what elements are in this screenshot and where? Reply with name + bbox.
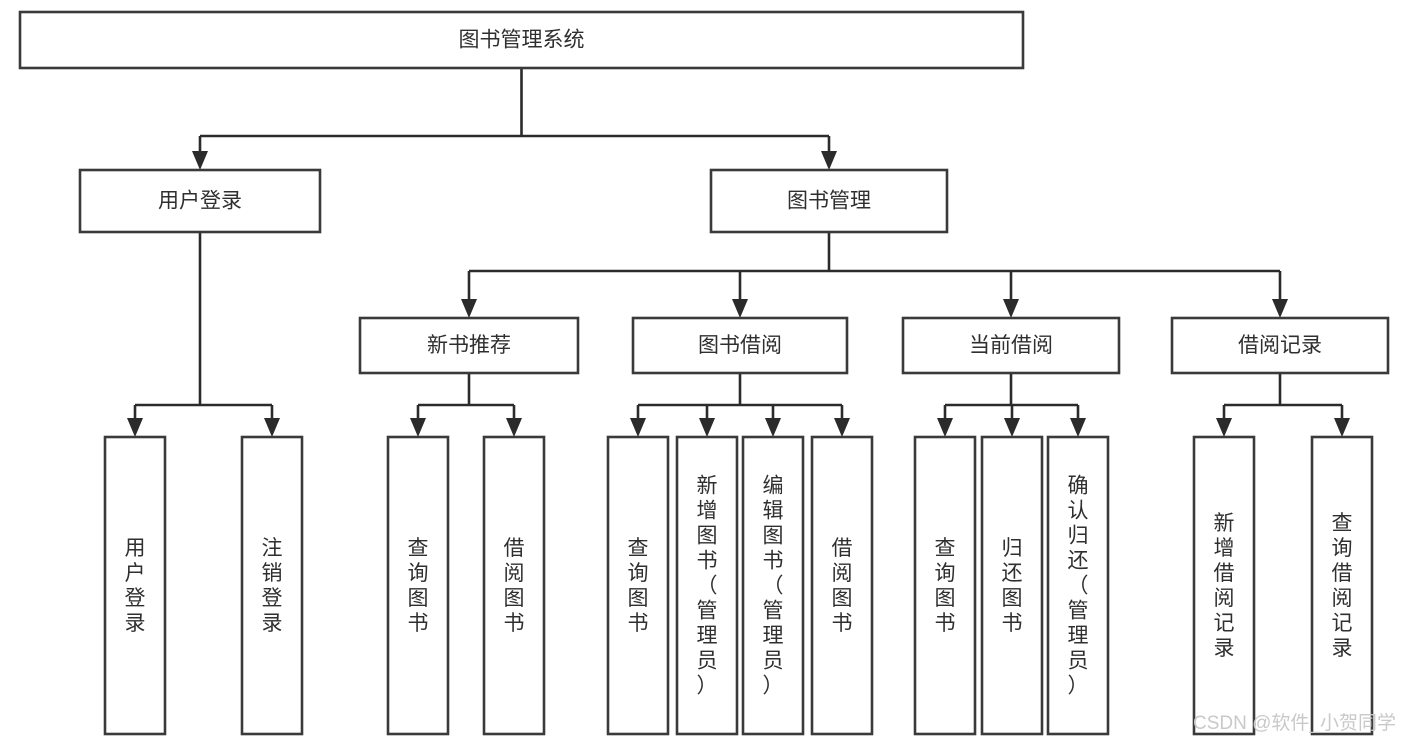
node-leaf-edit-book-rect: [741, 435, 805, 736]
node-leaf-logout-login-label: 注销登录: [262, 537, 283, 635]
node-leaf-add-record-label: 新增借阅记录: [1214, 512, 1235, 660]
node-leaf-logout-login-rect: [240, 435, 304, 736]
arrow-head-icon: [1003, 299, 1019, 318]
arrow-head-icon: [461, 299, 477, 318]
arrow-head-icon: [732, 299, 748, 318]
node-book-borrow-rect: [631, 316, 849, 375]
node-leaf-query-record-rect: [1310, 435, 1374, 736]
node-leaf-borrow-book-2-rect: [810, 435, 874, 736]
node-leaf-query-book-3-label: 查询图书: [935, 537, 956, 635]
node-leaf-query-book-2[interactable]: 查询图书: [606, 435, 670, 736]
node-borrow-record-rect: [1170, 316, 1390, 375]
node-layer: 图书管理系统用户登录图书管理新书推荐图书借阅当前借阅借阅记录用户登录注销登录查询…: [18, 10, 1390, 736]
arrow-head-icon: [192, 151, 208, 170]
node-leaf-return-book[interactable]: 归还图书: [980, 435, 1044, 736]
node-book-management-rect: [709, 168, 949, 234]
node-leaf-confirm-return-label: 确认归还（管理员）: [1068, 475, 1089, 698]
node-book-borrow[interactable]: 图书借阅: [631, 316, 849, 375]
arrow-head-icon: [937, 418, 953, 437]
arrow-head-icon: [765, 418, 781, 437]
node-current-borrow-rect: [901, 316, 1121, 375]
node-leaf-query-book-3-rect: [913, 435, 977, 736]
node-leaf-query-book-3[interactable]: 查询图书: [913, 435, 977, 736]
node-leaf-query-book-1[interactable]: 查询图书: [386, 435, 450, 736]
node-leaf-borrow-book-2[interactable]: 借阅图书: [810, 435, 874, 736]
node-book-borrow-label: 图书借阅: [698, 334, 782, 357]
node-leaf-query-book-1-label: 查询图书: [408, 537, 429, 635]
arrow-head-icon: [699, 418, 715, 437]
node-user-login-label: 用户登录: [158, 190, 242, 213]
node-leaf-user-login-label: 用户登录: [125, 537, 146, 635]
arrow-head-icon: [264, 418, 280, 437]
node-leaf-add-record[interactable]: 新增借阅记录: [1192, 435, 1256, 736]
node-leaf-return-book-rect: [980, 435, 1044, 736]
node-leaf-user-login-rect: [103, 435, 167, 736]
node-leaf-logout-login[interactable]: 注销登录: [240, 435, 304, 736]
node-leaf-query-book-2-rect: [606, 435, 670, 736]
node-book-management[interactable]: 图书管理: [709, 168, 949, 234]
node-user-login-rect: [78, 168, 322, 234]
arrow-head-icon: [1070, 418, 1086, 437]
arrow-head-icon: [410, 418, 426, 437]
node-current-borrow-label: 当前借阅: [969, 334, 1053, 357]
node-borrow-record-label: 借阅记录: [1238, 334, 1322, 357]
arrow-head-icon: [630, 418, 646, 437]
node-root-book-management-system-rect: [18, 10, 1025, 70]
arrow-head-icon: [1004, 418, 1020, 437]
node-leaf-query-record[interactable]: 查询借阅记录: [1310, 435, 1374, 736]
arrow-head-icon: [821, 151, 837, 170]
arrow-head-icon: [1334, 418, 1350, 437]
arrow-head-icon: [506, 418, 522, 437]
node-new-book-recommend-rect: [358, 316, 580, 375]
node-leaf-query-book-1-rect: [386, 435, 450, 736]
node-root-book-management-system-label: 图书管理系统: [459, 29, 585, 52]
csdn-watermark: CSDN @软件_小贺同学: [1193, 712, 1396, 734]
node-leaf-add-record-rect: [1192, 435, 1256, 736]
arrow-head-icon: [1272, 299, 1288, 318]
node-book-management-label: 图书管理: [787, 190, 871, 213]
node-new-book-recommend-label: 新书推荐: [427, 334, 511, 357]
node-leaf-borrow-book-1-rect: [482, 435, 546, 736]
node-leaf-edit-book-label: 编辑图书（管理员）: [763, 475, 784, 698]
arrow-head-icon: [834, 418, 850, 437]
node-leaf-borrow-book-2-label: 借阅图书: [832, 537, 853, 635]
node-user-login[interactable]: 用户登录: [78, 168, 322, 234]
node-new-book-recommend[interactable]: 新书推荐: [358, 316, 580, 375]
node-root-book-management-system[interactable]: 图书管理系统: [18, 10, 1025, 70]
node-current-borrow[interactable]: 当前借阅: [901, 316, 1121, 375]
node-leaf-add-book[interactable]: 新增图书（管理员）: [675, 435, 739, 736]
node-leaf-add-book-label: 新增图书（管理员）: [697, 475, 718, 698]
node-leaf-add-book-rect: [675, 435, 739, 736]
node-leaf-confirm-return-rect: [1046, 435, 1110, 736]
node-leaf-query-record-label: 查询借阅记录: [1332, 512, 1353, 660]
node-leaf-user-login[interactable]: 用户登录: [103, 435, 167, 736]
arrow-head-icon: [127, 418, 143, 437]
node-leaf-query-book-2-label: 查询图书: [628, 537, 649, 635]
node-leaf-borrow-book-1-label: 借阅图书: [504, 537, 525, 635]
node-leaf-borrow-book-1[interactable]: 借阅图书: [482, 435, 546, 736]
node-leaf-edit-book[interactable]: 编辑图书（管理员）: [741, 435, 805, 736]
connector-layer: [127, 68, 1350, 437]
node-leaf-confirm-return[interactable]: 确认归还（管理员）: [1046, 435, 1110, 736]
arrow-head-icon: [1216, 418, 1232, 437]
node-leaf-return-book-label: 归还图书: [1002, 537, 1023, 635]
node-borrow-record[interactable]: 借阅记录: [1170, 316, 1390, 375]
